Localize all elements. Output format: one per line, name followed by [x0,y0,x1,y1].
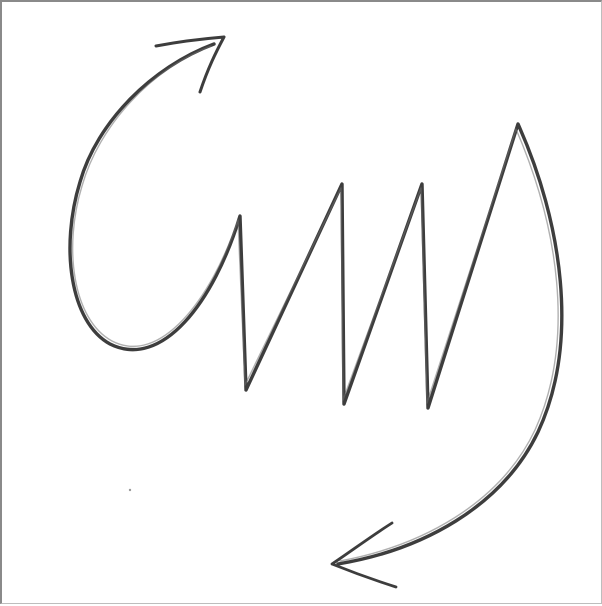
pencil-speck [129,489,131,491]
zigzag-curve-stroke [70,44,562,564]
arrowhead-bottom-left-icon [332,523,396,587]
zigzag-curve-overstroke [73,46,558,561]
